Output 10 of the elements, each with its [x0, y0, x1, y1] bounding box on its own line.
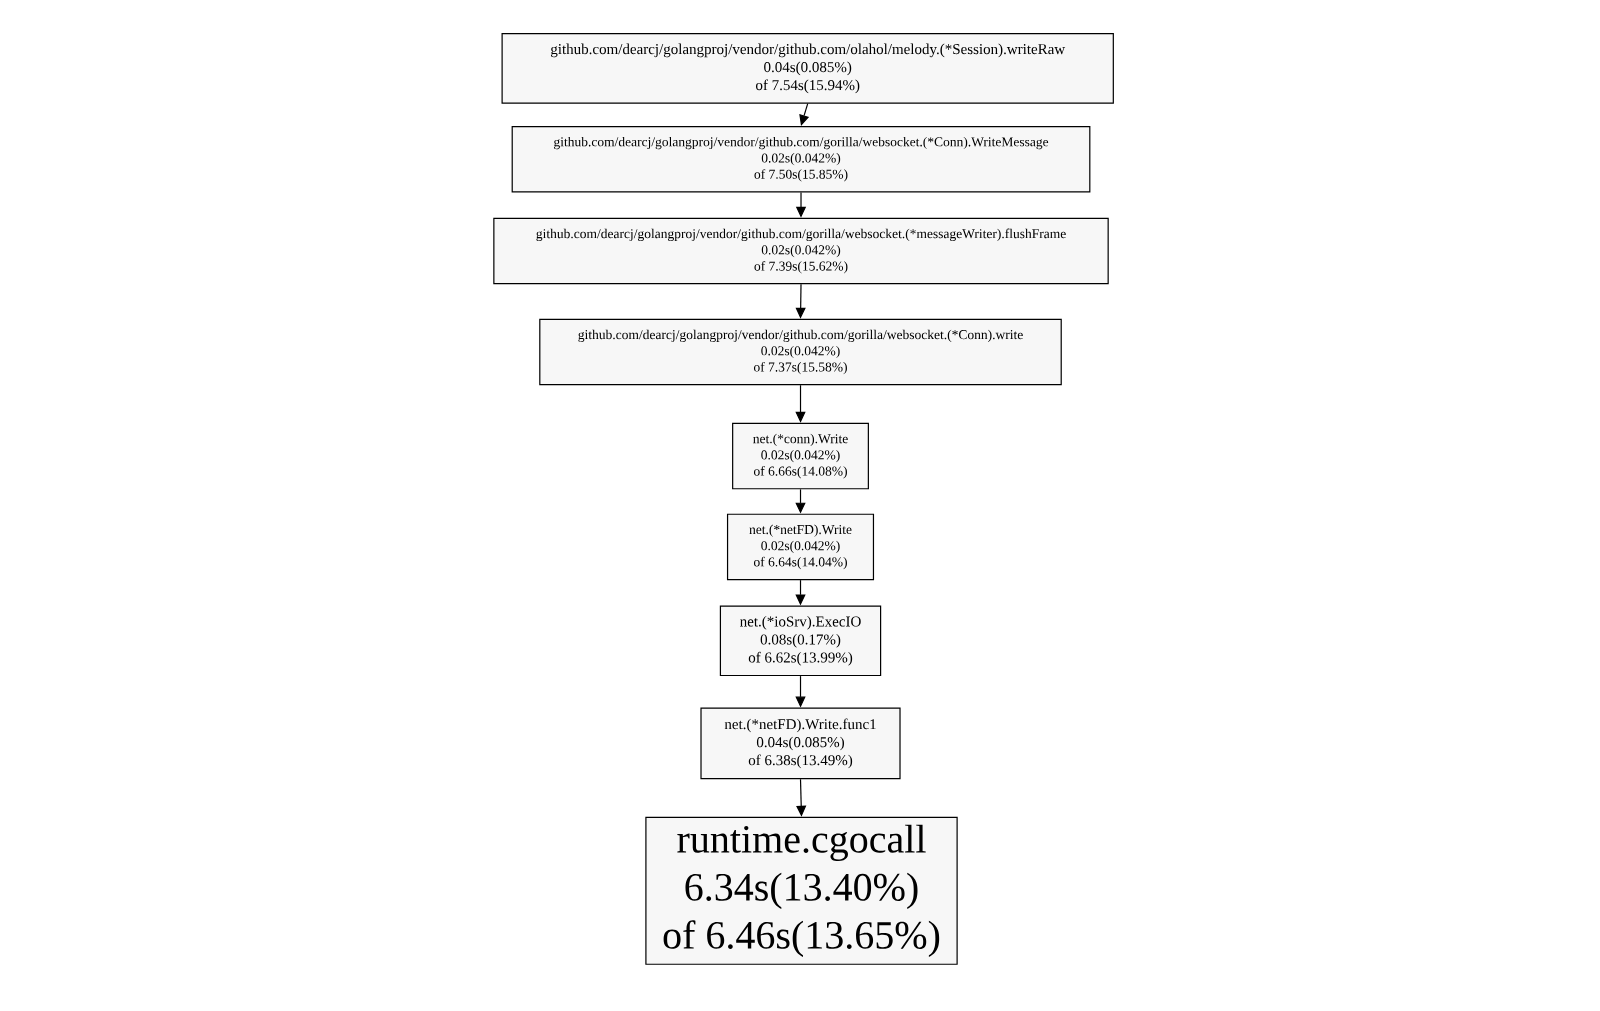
function-box: net.(*ioSrv).ExecIO 0.08s(0.17%) of 6.62s(13.99%)	[719, 605, 882, 677]
function-box: net.(*netFD).Write.func1 0.04s(0.085%) of 6.38s(13.49%)	[700, 707, 901, 780]
function-box: github.com/dearcj/golangproj/vendor/github.com/olahol/melody.(*Session).writeRaw 0.04s(0.085%) of 7.54s(15.94%)	[501, 33, 1114, 104]
function-box: github.com/dearcj/golangproj/vendor/github.com/gorilla/websocket.(*messageWriter).flushFrame 0.02s(0.042%) of 7.39s(15.62%)	[493, 217, 1109, 285]
function-box: runtime.cgocall 6.34s(13.40%) of 6.46s(13.65%)	[645, 816, 958, 965]
function-box: net.(*netFD).Write 0.02s(0.042%) of 6.64s(14.04%)	[726, 513, 875, 581]
arrow	[799, 103, 810, 126]
function-box: github.com/dearcj/golangproj/vendor/github.com/gorilla/websocket.(*Conn).write 0.02s(0.042%) of 7.37s(15.58%)	[539, 318, 1062, 386]
function-box: net.(*conn).Write 0.02s(0.042%) of 6.66s(14.08%)	[732, 422, 869, 490]
function-box: github.com/dearcj/golangproj/vendor/github.com/gorilla/websocket.(*Conn).WriteMessage 0.02s(0.042%) of 7.50s(15.85%)	[511, 125, 1091, 193]
